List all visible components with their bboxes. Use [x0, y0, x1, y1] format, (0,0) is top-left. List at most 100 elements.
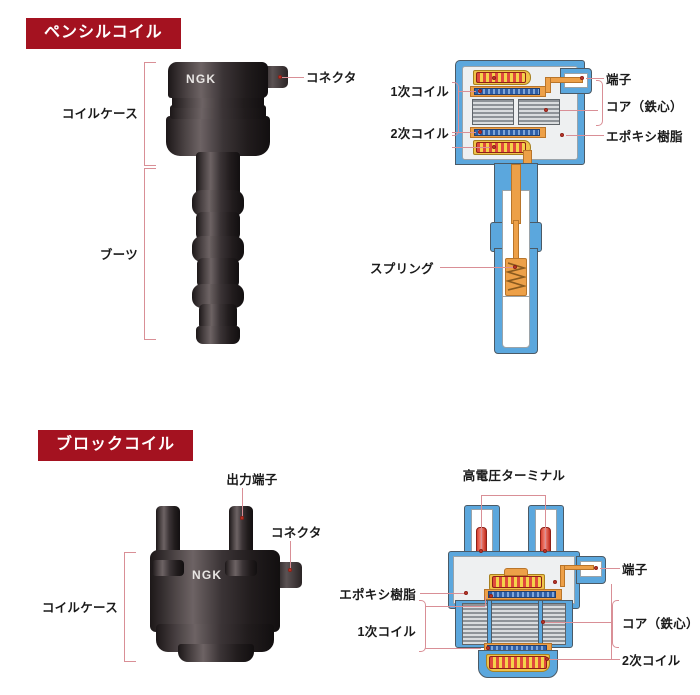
leader-hv-terminal-span [481, 495, 545, 496]
xs-pencil-core-left [472, 99, 514, 125]
xs-block-terminal-bend [560, 565, 565, 587]
pencil-coil-collar [166, 116, 270, 156]
leader-epoxy-block [420, 593, 466, 594]
ngk-logo-pencil: NGK [186, 72, 217, 86]
xs-block-core [462, 603, 566, 645]
leader-secondary-block-riser [611, 584, 612, 659]
dot-hv-terminal-1 [479, 549, 483, 553]
pencil-coil-connector-body [262, 66, 288, 88]
label-secondary-coil-pencil: 2次コイル [390, 127, 449, 141]
dot-epoxy-block [464, 591, 468, 595]
dot-secondary-block-top [553, 580, 557, 584]
pencil-coil-boot-rib-1 [192, 190, 244, 216]
section-badge-block-coil: ブロックコイル [38, 430, 194, 461]
label-epoxy-pencil: エポキシ樹脂 [606, 130, 683, 144]
pencil-coil-boot-tip [196, 326, 240, 344]
dot-epoxy-pencil [560, 133, 564, 137]
leader-connector-block [290, 541, 291, 570]
leader-primary-block-riser [485, 596, 486, 606]
leader-secondary-stub-pencil [452, 132, 458, 133]
dot-hv-terminal-2 [543, 549, 547, 553]
dot-core-block [541, 620, 545, 624]
label-coil-case-block: コイルケース [41, 601, 118, 615]
leader-hv-terminal-right [545, 495, 546, 551]
xs-pencil-center-conductor-lower [513, 220, 519, 262]
leader-primary-bottom-pencil [458, 132, 476, 133]
leader-output-terminal [242, 488, 243, 518]
label-coil-case: コイルケース [61, 107, 138, 121]
pencil-coil-boot-rib-2 [192, 236, 244, 262]
dot-secondary-top-pencil [492, 76, 496, 80]
dot-output-terminal [240, 516, 244, 520]
bracket-boot [144, 168, 156, 340]
xs-block-secondary-coil-bottom [489, 656, 547, 669]
label-output-terminal: 出力端子 [226, 473, 278, 487]
block-coil-tower-1-collar [152, 560, 184, 576]
leader-terminal-pencil [586, 78, 604, 79]
pencil-coil-boot-seg-2 [197, 258, 239, 288]
xs-pencil-core-right [518, 99, 560, 125]
label-boot: ブーツ [99, 248, 138, 262]
bracket-primary-coil-block [419, 600, 426, 652]
leader-primary-block-bottom [425, 648, 481, 649]
label-core-pencil: コア（鉄心） [606, 100, 683, 114]
pencil-coil-case-head [168, 62, 268, 98]
leader-secondary-block [548, 659, 620, 660]
leader-core-block [545, 622, 613, 623]
leader-spring [440, 267, 514, 268]
xs-pencil-primary-coil-bottom [474, 129, 540, 136]
label-epoxy-block: エポキシ樹脂 [339, 588, 416, 602]
dot-secondary-pencil [492, 145, 496, 149]
dot-terminal-pencil [580, 76, 584, 80]
block-coil-tower-2-collar [225, 560, 257, 576]
label-spring: スプリング [369, 262, 434, 276]
dot-primary-top-pencil [478, 89, 482, 93]
label-primary-coil-pencil: 1次コイル [390, 85, 449, 99]
leader-primary-block-top [425, 606, 485, 607]
section-badge-pencil-coil: ペンシルコイル [26, 18, 181, 49]
leader-connector-pencil [282, 77, 304, 78]
block-coil-base-foot [178, 644, 254, 662]
bracket-core-block [612, 600, 619, 648]
xs-block-primary-coil-top [488, 591, 556, 598]
leader-epoxy-pencil [566, 135, 604, 136]
xs-block-secondary-cap [504, 568, 528, 576]
xs-pencil-secondary-coil-top [476, 72, 526, 83]
spring-icon [506, 262, 526, 291]
block-coil-connector-body [276, 562, 302, 588]
dot-terminal-block [594, 566, 598, 570]
leader-core-pencil [560, 110, 598, 111]
dot-spring [513, 265, 517, 269]
xs-pencil-plug-bore [502, 296, 530, 348]
leader-hv-terminal-left [481, 495, 482, 551]
label-terminal-pencil: 端子 [606, 73, 632, 87]
ngk-logo-block: NGK [192, 568, 223, 582]
xs-block-terminal-pin [560, 565, 594, 570]
label-connector-pencil: コネクタ [306, 71, 357, 85]
xs-block-secondary-coil-top [492, 576, 542, 588]
xs-pencil-center-conductor-upper [511, 164, 521, 224]
label-terminal-block: 端子 [622, 563, 648, 577]
bracket-coil-case [144, 62, 156, 166]
dot-connector-pencil [278, 75, 282, 79]
label-core-block: コア（鉄心） [622, 617, 699, 631]
bracket-coil-case-block [124, 552, 136, 662]
bracket-primary-coil-pencil [452, 82, 459, 136]
label-primary-coil-block: 1次コイル [357, 625, 416, 639]
dot-primary-bottom-pencil [478, 130, 482, 134]
label-connector-block: コネクタ [271, 526, 322, 540]
xs-pencil-primary-coil-top [474, 88, 540, 95]
xs-pencil-terminal-bend [545, 77, 551, 93]
leader-terminal-block [600, 568, 620, 569]
xs-block-core-gap-2 [538, 600, 543, 648]
dot-primary-block-top [489, 594, 493, 598]
xs-block-core-gap-1 [487, 600, 492, 648]
bracket-core-pencil [596, 80, 603, 126]
leader-secondary-pencil [452, 147, 490, 148]
pencil-coil-boot-seg-3 [199, 304, 237, 330]
dot-connector-block [288, 568, 292, 572]
pencil-coil-flange [170, 105, 266, 119]
leader-primary-top-pencil [458, 91, 476, 92]
dot-secondary-block-bottom [545, 657, 549, 661]
